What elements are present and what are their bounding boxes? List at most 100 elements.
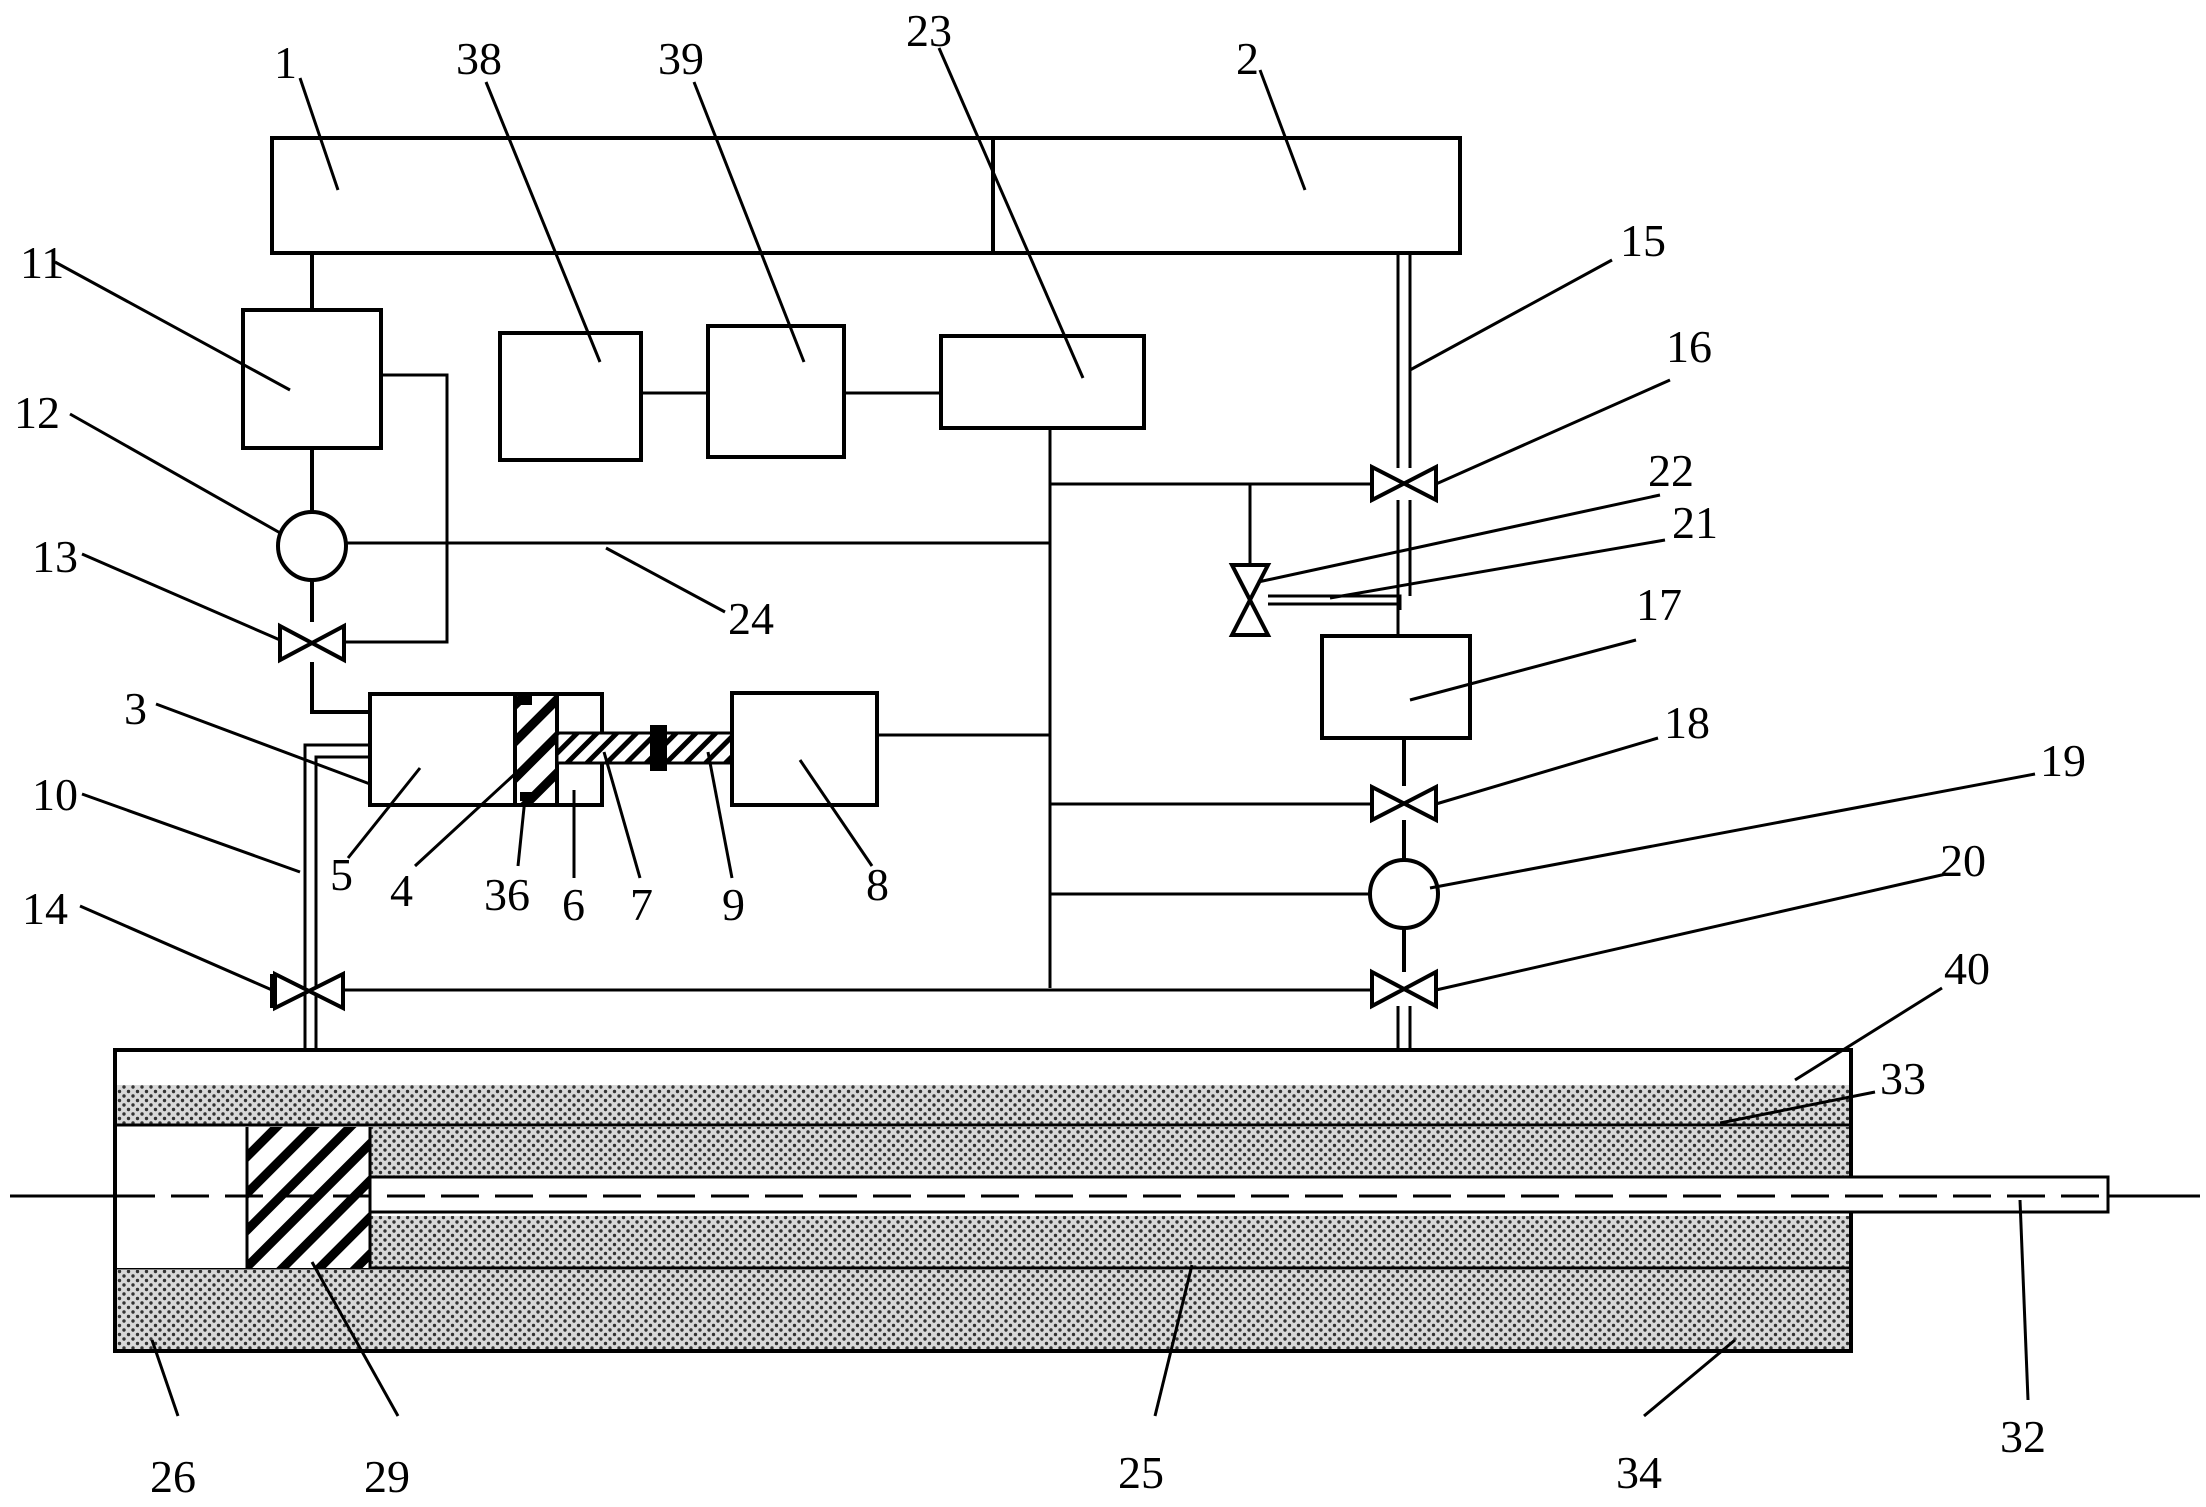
leader-3 [155, 702, 371, 786]
label-39: 39 [658, 33, 704, 84]
leader-12 [69, 412, 283, 536]
coupling-9 [650, 725, 667, 771]
label-12: 12 [14, 387, 60, 438]
leader-39 [692, 81, 806, 363]
valve-13 [278, 622, 346, 664]
label-19: 19 [2040, 735, 2086, 786]
label-14: 14 [22, 883, 68, 934]
pump-19 [1368, 858, 1440, 930]
leader-lines [54, 47, 2036, 1418]
leader-38 [484, 81, 602, 363]
leader-5 [346, 767, 422, 859]
box-17 [1320, 634, 1472, 740]
label-36: 36 [484, 869, 530, 920]
leader-19 [1429, 772, 2036, 890]
label-23: 23 [906, 5, 952, 56]
label-1: 1 [274, 37, 297, 88]
label-25: 25 [1118, 1447, 1164, 1498]
label-22: 22 [1648, 445, 1694, 496]
leader-32 [2018, 1199, 2030, 1401]
rod-7 [555, 731, 734, 765]
leader-18 [1435, 736, 1659, 806]
pump-12 [276, 510, 348, 582]
leader-33 [1719, 1090, 1876, 1125]
top-unit-group [270, 136, 1462, 255]
valve-18 [1370, 783, 1438, 824]
leader-23 [937, 47, 1085, 379]
branch-21 [1268, 594, 1402, 610]
label-2: 2 [1236, 33, 1259, 84]
label-15: 15 [1620, 215, 1666, 266]
piston-4 [513, 692, 559, 807]
leader-20 [1435, 872, 1947, 992]
leader-25 [1153, 1264, 1194, 1417]
label-3: 3 [124, 683, 147, 734]
label-40: 40 [1944, 943, 1990, 994]
leader-10 [81, 792, 301, 874]
label-5: 5 [330, 849, 353, 900]
valve-22 [1228, 563, 1272, 637]
core-holder [10, 1048, 2200, 1353]
label-4: 4 [390, 865, 413, 916]
leader-9 [706, 751, 734, 879]
box-38 [498, 331, 643, 462]
leader-26 [150, 1339, 180, 1417]
label-10: 10 [32, 769, 78, 820]
label-20: 20 [1940, 835, 1986, 886]
label-6: 6 [562, 879, 585, 930]
pipe-11-feedback [330, 373, 449, 644]
motor-8 [730, 691, 879, 807]
leader-8 [798, 759, 874, 867]
leader-7 [602, 751, 642, 879]
label-21: 21 [1672, 497, 1718, 548]
leader-1 [298, 77, 340, 191]
box-23 [939, 334, 1146, 430]
box-11 [241, 308, 383, 450]
label-26: 26 [150, 1451, 196, 1502]
core-25-lower [370, 1216, 1849, 1268]
leader-13 [81, 552, 281, 642]
label-29: 29 [364, 1451, 410, 1502]
leader-17 [1409, 638, 1637, 702]
label-16: 16 [1666, 321, 1712, 372]
pipe-13-5 [310, 662, 370, 714]
label-13: 13 [32, 531, 78, 582]
label-38: 38 [456, 33, 502, 84]
valve-16 [1370, 463, 1438, 504]
leader-29 [310, 1261, 400, 1417]
leader-22 [1257, 493, 1661, 584]
label-24: 24 [728, 593, 774, 644]
leader-2 [1258, 69, 1307, 191]
leader-34 [1643, 1338, 1736, 1418]
label-7: 7 [630, 879, 653, 930]
leader-14 [79, 904, 273, 992]
leader-40 [1794, 986, 1943, 1082]
leader-4 [413, 758, 532, 868]
leader-24 [605, 546, 726, 614]
valve-20 [1370, 968, 1438, 1010]
label-32: 32 [2000, 1411, 2046, 1462]
seal-36-top [520, 696, 532, 705]
upper-layer-40 [117, 1085, 1849, 1125]
valve-14 [273, 970, 345, 1012]
label-18: 18 [1664, 697, 1710, 748]
pipe-10-outer [303, 743, 370, 1050]
label-11: 11 [20, 237, 64, 288]
label-34: 34 [1616, 1447, 1662, 1498]
label-9: 9 [722, 879, 745, 930]
leader-15 [1409, 258, 1613, 372]
label-8: 8 [866, 859, 889, 910]
labels: 1 38 39 23 2 11 12 13 24 3 10 14 5 4 36 … [14, 5, 2086, 1502]
lower-layer-34 [117, 1270, 1849, 1349]
pipe-10-inner [314, 755, 370, 1050]
leader-21 [1329, 538, 1666, 600]
box-39 [706, 324, 846, 459]
label-17: 17 [1636, 579, 1682, 630]
leader-11 [54, 260, 291, 392]
label-33: 33 [1880, 1053, 1926, 1104]
seal-36-bottom [520, 792, 532, 801]
leader-36 [516, 797, 527, 867]
unit-1-box [270, 136, 1462, 255]
leader-16 [1435, 378, 1671, 486]
